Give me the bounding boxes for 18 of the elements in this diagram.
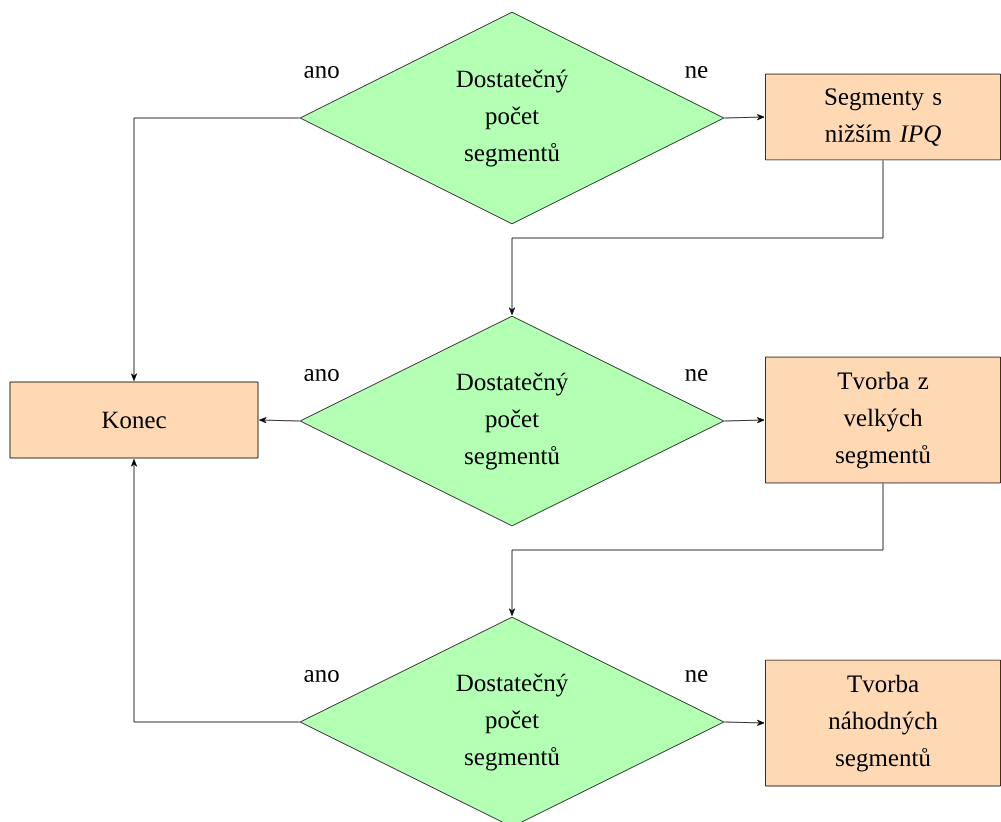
edge-label: ano xyxy=(304,670,339,683)
arrow xyxy=(131,459,300,723)
process-box: Konec xyxy=(9,381,259,459)
process-box: Tvorba z velkých segmentů xyxy=(765,356,1001,484)
arrow xyxy=(131,117,300,381)
arrow xyxy=(259,417,300,424)
edge-label: ne xyxy=(685,369,708,381)
edge-label: ne xyxy=(685,66,708,78)
edge-label: ano xyxy=(304,369,339,381)
arrow xyxy=(724,719,765,726)
arrow xyxy=(724,114,765,121)
edge-label: ano xyxy=(304,66,339,78)
arrow xyxy=(509,160,884,315)
arrow xyxy=(724,417,765,424)
edge-label: ne xyxy=(685,670,708,683)
process-box: Tvorba náhodných segmentů xyxy=(765,659,1001,787)
arrow xyxy=(509,483,884,616)
process-box: Segmenty s nižším IPQ xyxy=(765,73,1001,161)
